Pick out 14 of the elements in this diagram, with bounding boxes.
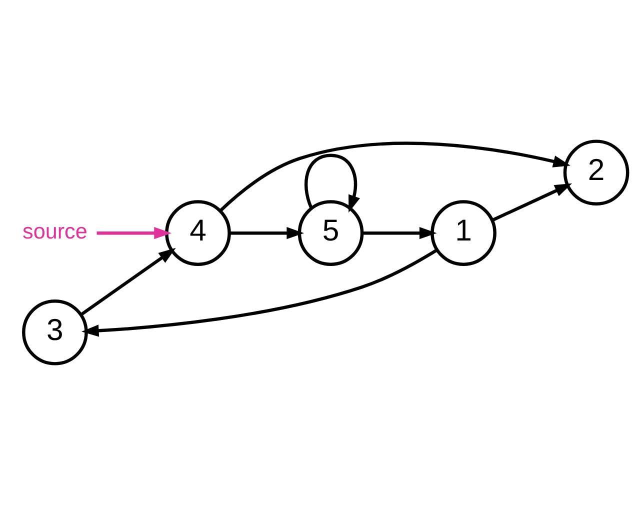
arrow (96, 227, 172, 240)
node-circle: 1 (430, 200, 496, 266)
node-circle: 4 (165, 200, 231, 266)
node-circle: 2 (563, 140, 630, 206)
node-circle: 3 (22, 299, 88, 366)
arrow (492, 183, 572, 222)
arrow (229, 227, 304, 240)
arrow (81, 248, 438, 337)
arrow (80, 248, 176, 316)
arrow (362, 227, 437, 240)
node-circle: 5 (298, 200, 364, 266)
arrow (219, 142, 570, 212)
arrow (304, 154, 360, 213)
node-text: source (22, 218, 88, 244)
